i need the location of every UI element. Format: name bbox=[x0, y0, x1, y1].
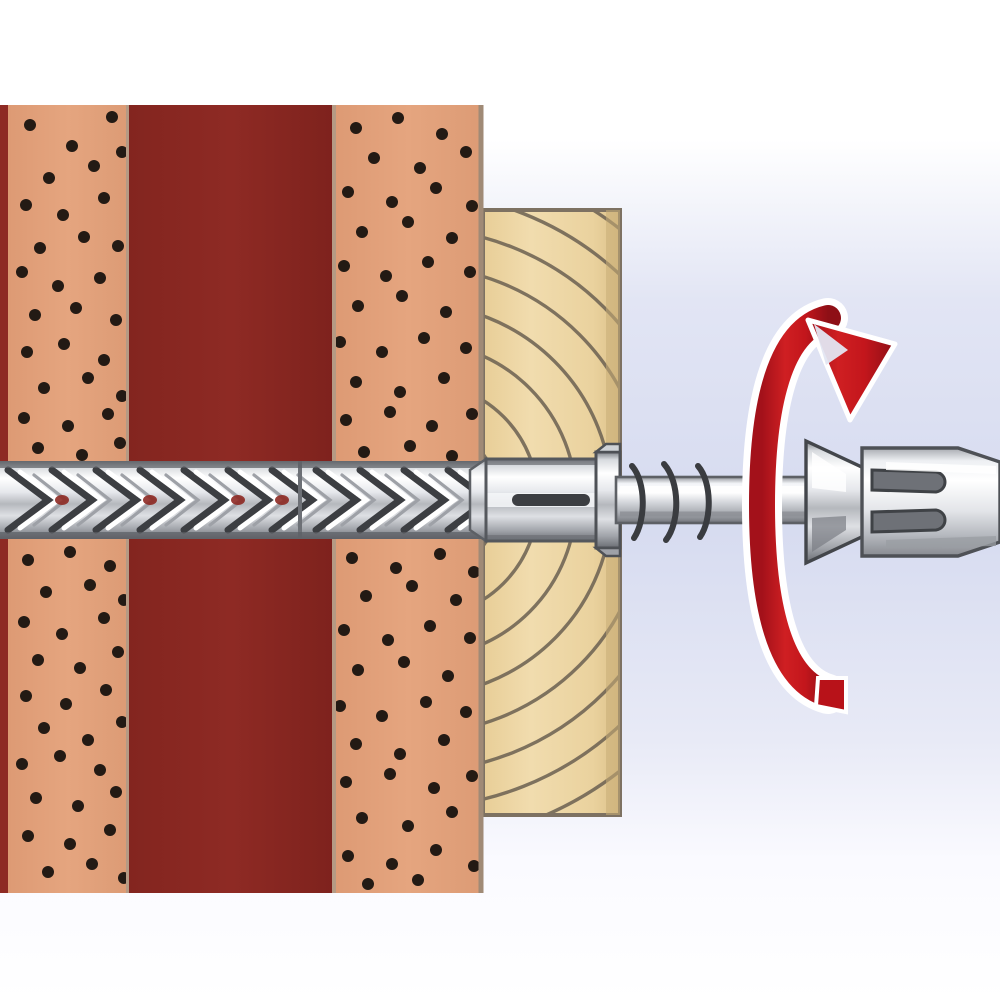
expanded-knurled-sleeve bbox=[0, 461, 494, 539]
bit-shadow bbox=[886, 536, 996, 548]
bit-slot-upper bbox=[870, 468, 947, 494]
screw-thread-turns bbox=[629, 461, 712, 543]
anchor-collar-shoulder-top bbox=[592, 442, 622, 454]
rotation-arrowhead-notch bbox=[814, 324, 848, 365]
brick-perforations-inner bbox=[334, 112, 480, 890]
phillips-screwdriver-bit bbox=[860, 446, 1000, 558]
bit-slot-lower bbox=[870, 508, 947, 534]
screw-head-highlight bbox=[812, 452, 846, 492]
screw-head-shadow bbox=[812, 516, 846, 552]
rotation-arrow-tail bbox=[813, 676, 848, 715]
clockwise-rotation-arrow bbox=[741, 298, 898, 715]
anchor-body-sleeve bbox=[468, 442, 622, 558]
anchor-expansion-slot bbox=[512, 494, 590, 506]
bit-highlight bbox=[886, 462, 996, 474]
sleeve-gap-highlight bbox=[55, 495, 289, 505]
rotation-arrow-loop bbox=[748, 305, 841, 707]
anchor-collar-shoulder-bottom bbox=[592, 546, 622, 558]
bit-blade-slots bbox=[870, 468, 947, 534]
brick-perforations-outer bbox=[16, 111, 129, 884]
anchor-taper-left bbox=[468, 456, 488, 544]
sleeve-chevron-pattern bbox=[4, 466, 494, 534]
